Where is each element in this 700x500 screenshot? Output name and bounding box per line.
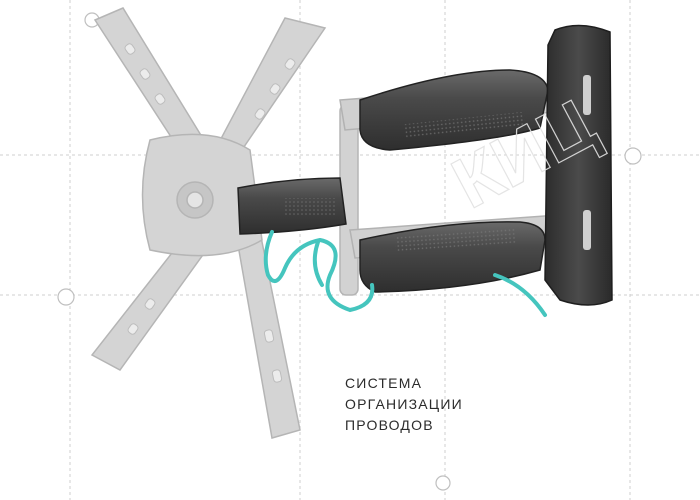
lower-arm-grille <box>394 227 516 253</box>
wall-plate-slot-bottom <box>583 210 591 250</box>
guide-circle-right <box>624 147 642 165</box>
caption-line-3: ПРОВОДОВ <box>345 417 434 433</box>
caption-line-2: ОРГАНИЗАЦИИ <box>345 396 463 412</box>
upper-arm-grille <box>404 111 526 139</box>
caption-line-1: СИСТЕМА <box>345 375 423 391</box>
cable-management-caption: СИСТЕМА ОРГАНИЗАЦИИ ПРОВОДОВ <box>345 373 463 436</box>
wall-plate-slot-top <box>583 75 591 115</box>
vesa-slots <box>124 43 296 383</box>
wall-plate <box>544 24 613 306</box>
guide-circle-bottom <box>435 475 451 491</box>
vesa-joint-grille <box>285 198 335 216</box>
guide-circle-left <box>57 288 75 306</box>
cable <box>263 230 547 317</box>
